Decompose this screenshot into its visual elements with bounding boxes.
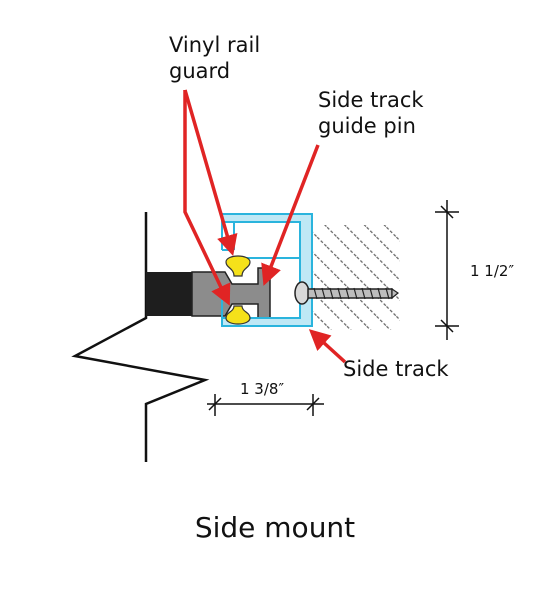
label-guide-pin-line2: guide pin bbox=[318, 114, 416, 138]
diagram-caption: Side mount bbox=[195, 511, 355, 544]
window-frame-outline bbox=[71, 212, 210, 462]
rail-guard-lower bbox=[225, 305, 251, 325]
label-side-track: Side track bbox=[343, 357, 449, 381]
dimension-height bbox=[435, 200, 459, 340]
wall-hatch bbox=[312, 225, 400, 330]
guide-pin-screw bbox=[294, 281, 400, 305]
dimension-width bbox=[207, 394, 324, 416]
arrow-guide-pin bbox=[261, 144, 320, 286]
arrow-side-track bbox=[308, 329, 347, 364]
dimension-height-label: 1 1/2″ bbox=[470, 262, 514, 280]
mount-block bbox=[146, 272, 192, 316]
arrow-rail-guard-upper bbox=[183, 89, 238, 257]
label-vinyl-rail-guard-line1: Vinyl rail bbox=[169, 33, 260, 57]
arrow-rail-guard-lower bbox=[183, 90, 231, 306]
label-vinyl-rail-guard-line2: guard bbox=[169, 59, 230, 83]
rail-guard-upper bbox=[225, 255, 251, 277]
dimension-width-label: 1 3/8″ bbox=[240, 380, 284, 398]
label-guide-pin-line1: Side track bbox=[318, 88, 424, 112]
